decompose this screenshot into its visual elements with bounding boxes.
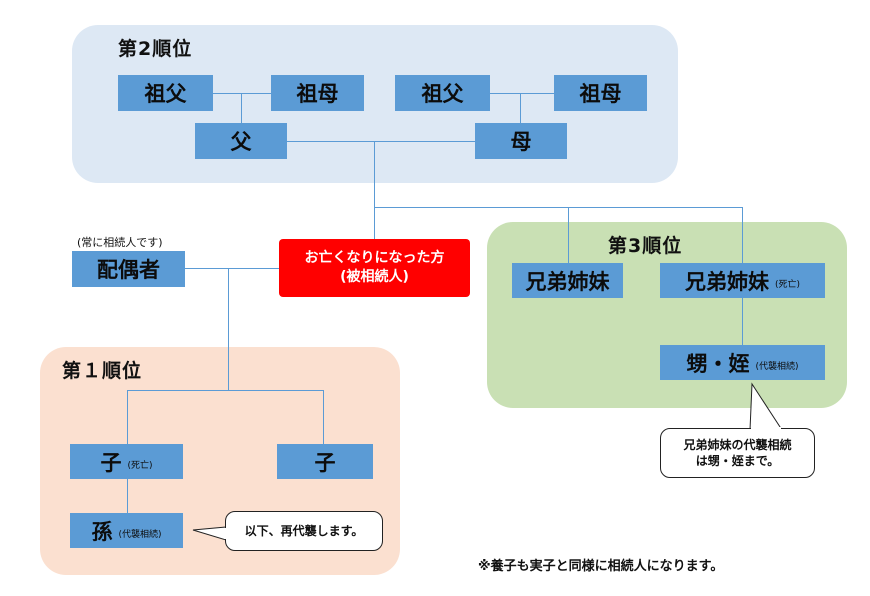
connector-line — [228, 268, 229, 390]
connector-line — [185, 268, 279, 269]
spouse-note: (常に相続人です) — [77, 236, 163, 249]
grandchild-label: 孫 — [91, 519, 113, 544]
sibling-deceased-label: 兄弟姉妹 — [684, 269, 769, 294]
child-deceased-box: 子 (死亡) — [70, 444, 183, 479]
nephew-niece-label: 甥・姪 — [686, 351, 750, 376]
decedent-box: お亡くなりになった方 (被相続人) — [279, 239, 470, 297]
connector-line — [127, 390, 324, 391]
third-rank-callout: 兄弟姉妹の代襲相続 は甥・姪まで。 — [660, 428, 815, 478]
connector-line — [213, 93, 271, 94]
father-box: 父 — [195, 123, 287, 159]
callout-joint — [224, 528, 227, 539]
third-rank-title: 第3順位 — [608, 235, 683, 257]
connector-line — [568, 207, 569, 263]
grandchild-box: 孫 (代襲相続) — [70, 513, 183, 548]
connector-line — [127, 390, 128, 444]
nephew-niece-box: 甥・姪 (代襲相続) — [660, 345, 825, 380]
callout-line: 兄弟姉妹の代襲相続 — [683, 438, 792, 452]
first-rank-callout: 以下、再代襲します。 — [225, 511, 383, 551]
representation-tag: (代襲相続) — [118, 530, 162, 540]
second-rank-title: 第2順位 — [118, 38, 193, 60]
callout-joint — [751, 427, 781, 430]
footnote: ※養子も実子と同様に相続人になります。 — [478, 559, 724, 574]
sibling-deceased-box: 兄弟姉妹 (死亡) — [660, 263, 825, 298]
callout-line: は甥・姪まで。 — [695, 454, 780, 468]
connector-line — [323, 390, 324, 444]
child-box: 子 — [277, 444, 373, 479]
connector-line — [127, 479, 128, 513]
connector-line — [287, 141, 475, 142]
mother-box: 母 — [475, 123, 567, 159]
decedent-sublabel: (被相続人) — [340, 269, 409, 285]
connector-line — [742, 298, 743, 345]
child-deceased-label: 子 — [100, 450, 122, 475]
sibling-box: 兄弟姉妹 — [512, 263, 623, 298]
connector-line — [490, 93, 554, 94]
paternal-grandmother-box: 祖母 — [271, 75, 364, 111]
connector-line — [742, 207, 743, 263]
first-rank-title: 第１順位 — [62, 360, 143, 382]
spouse-box: 配偶者 — [72, 251, 185, 287]
connector-line — [520, 93, 521, 123]
representation-tag: (代襲相続) — [755, 362, 799, 372]
paternal-grandfather-box: 祖父 — [118, 75, 213, 111]
deceased-tag: (死亡) — [774, 280, 801, 290]
connector-line — [374, 141, 375, 239]
maternal-grandmother-box: 祖母 — [554, 75, 647, 111]
connector-line — [241, 93, 242, 123]
deceased-tag: (死亡) — [127, 461, 153, 471]
maternal-grandfather-box: 祖父 — [395, 75, 490, 111]
connector-line — [374, 207, 743, 208]
decedent-label: お亡くなりになった方 — [304, 250, 445, 266]
